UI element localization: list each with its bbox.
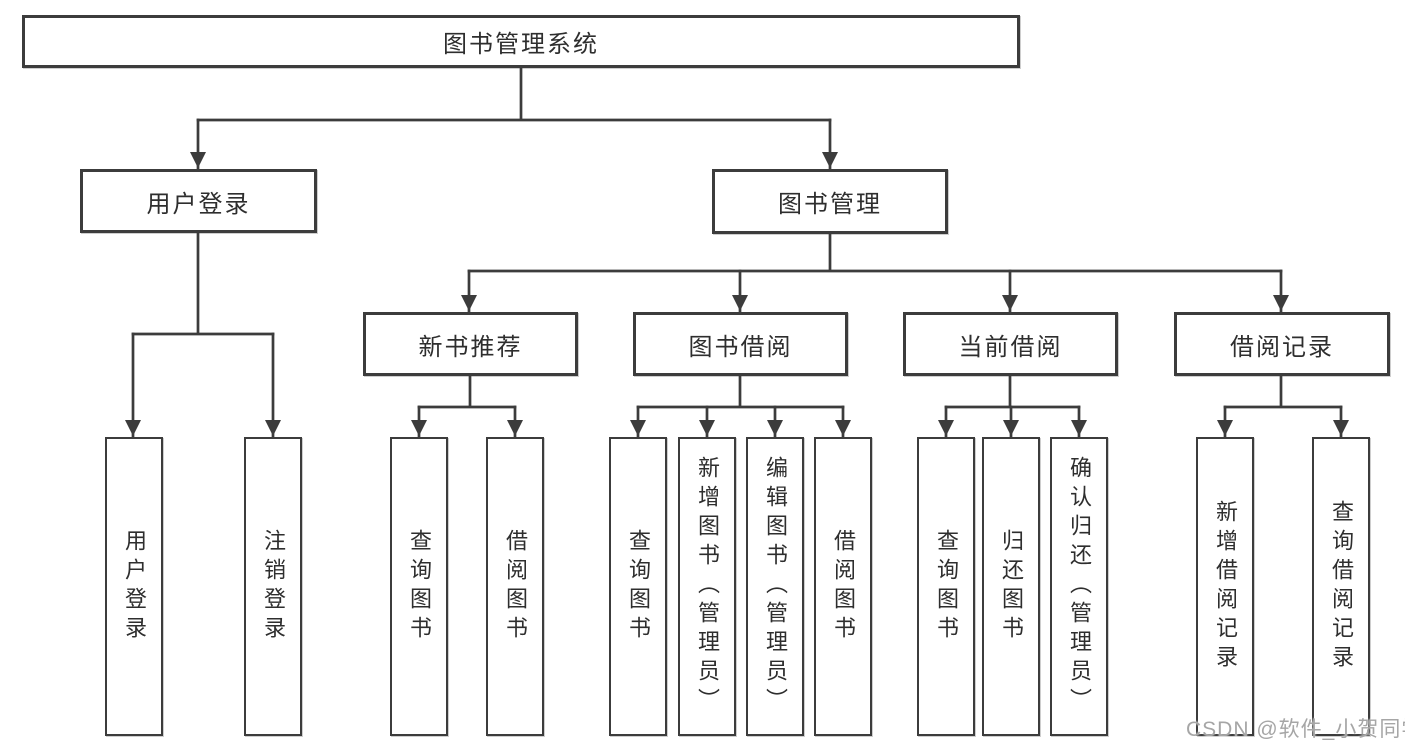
node-label: 新增借阅记录 — [1213, 499, 1238, 674]
leaf-query-books-borrow: 查询图书 — [609, 437, 667, 736]
node-label: 查询图书 — [626, 528, 651, 645]
node-label: 用户登录 — [146, 190, 251, 218]
node-label: 图书借阅 — [688, 333, 793, 361]
node-current-borrow: 当前借阅 — [903, 312, 1118, 376]
node-label: 借阅记录 — [1230, 333, 1334, 361]
leaf-borrow-books-recommend: 借阅图书 — [486, 437, 544, 736]
leaf-borrow-books: 借阅图书 — [814, 437, 872, 736]
node-label: 借阅图书 — [503, 528, 528, 645]
node-label: 归还图书 — [999, 528, 1024, 645]
node-new-book-recommend: 新书推荐 — [363, 312, 578, 376]
node-book-management: 图书管理 — [712, 169, 948, 234]
node-root: 图书管理系统 — [22, 15, 1020, 68]
node-book-borrow: 图书借阅 — [633, 312, 848, 376]
node-label: 新书推荐 — [418, 333, 523, 361]
node-user-login: 用户登录 — [80, 169, 317, 233]
leaf-query-borrow-record: 查询借阅记录 — [1312, 437, 1370, 736]
leaf-edit-book-admin: 编辑图书（管理员） — [746, 437, 804, 736]
node-label: 查询图书 — [407, 528, 432, 645]
leaf-confirm-return-admin: 确认归还（管理员） — [1050, 437, 1108, 736]
node-label: 注销登录 — [261, 528, 286, 645]
leaf-return-book: 归还图书 — [982, 437, 1040, 736]
node-label: 编辑图书（管理员） — [763, 456, 788, 717]
leaf-user-login: 用户登录 — [105, 437, 163, 736]
node-label: 查询借阅记录 — [1329, 499, 1354, 674]
node-borrow-records: 借阅记录 — [1174, 312, 1390, 376]
node-label: 当前借阅 — [958, 333, 1063, 361]
node-label: 新增图书（管理员） — [695, 456, 720, 717]
watermark: CSDN @软件_小贺同学 — [1186, 718, 1405, 741]
node-label: 借阅图书 — [831, 528, 856, 645]
leaf-query-books-current: 查询图书 — [917, 437, 975, 736]
leaf-add-borrow-record: 新增借阅记录 — [1196, 437, 1254, 736]
leaf-logout: 注销登录 — [244, 437, 302, 736]
leaf-query-books-recommend: 查询图书 — [390, 437, 448, 736]
node-label: 图书管理 — [778, 191, 882, 218]
leaf-add-book-admin: 新增图书（管理员） — [678, 437, 736, 736]
node-label: 查询图书 — [934, 528, 959, 645]
node-label: 图书管理系统 — [443, 31, 599, 58]
node-label: 确认归还（管理员） — [1067, 456, 1092, 717]
node-label: 用户登录 — [122, 528, 147, 645]
